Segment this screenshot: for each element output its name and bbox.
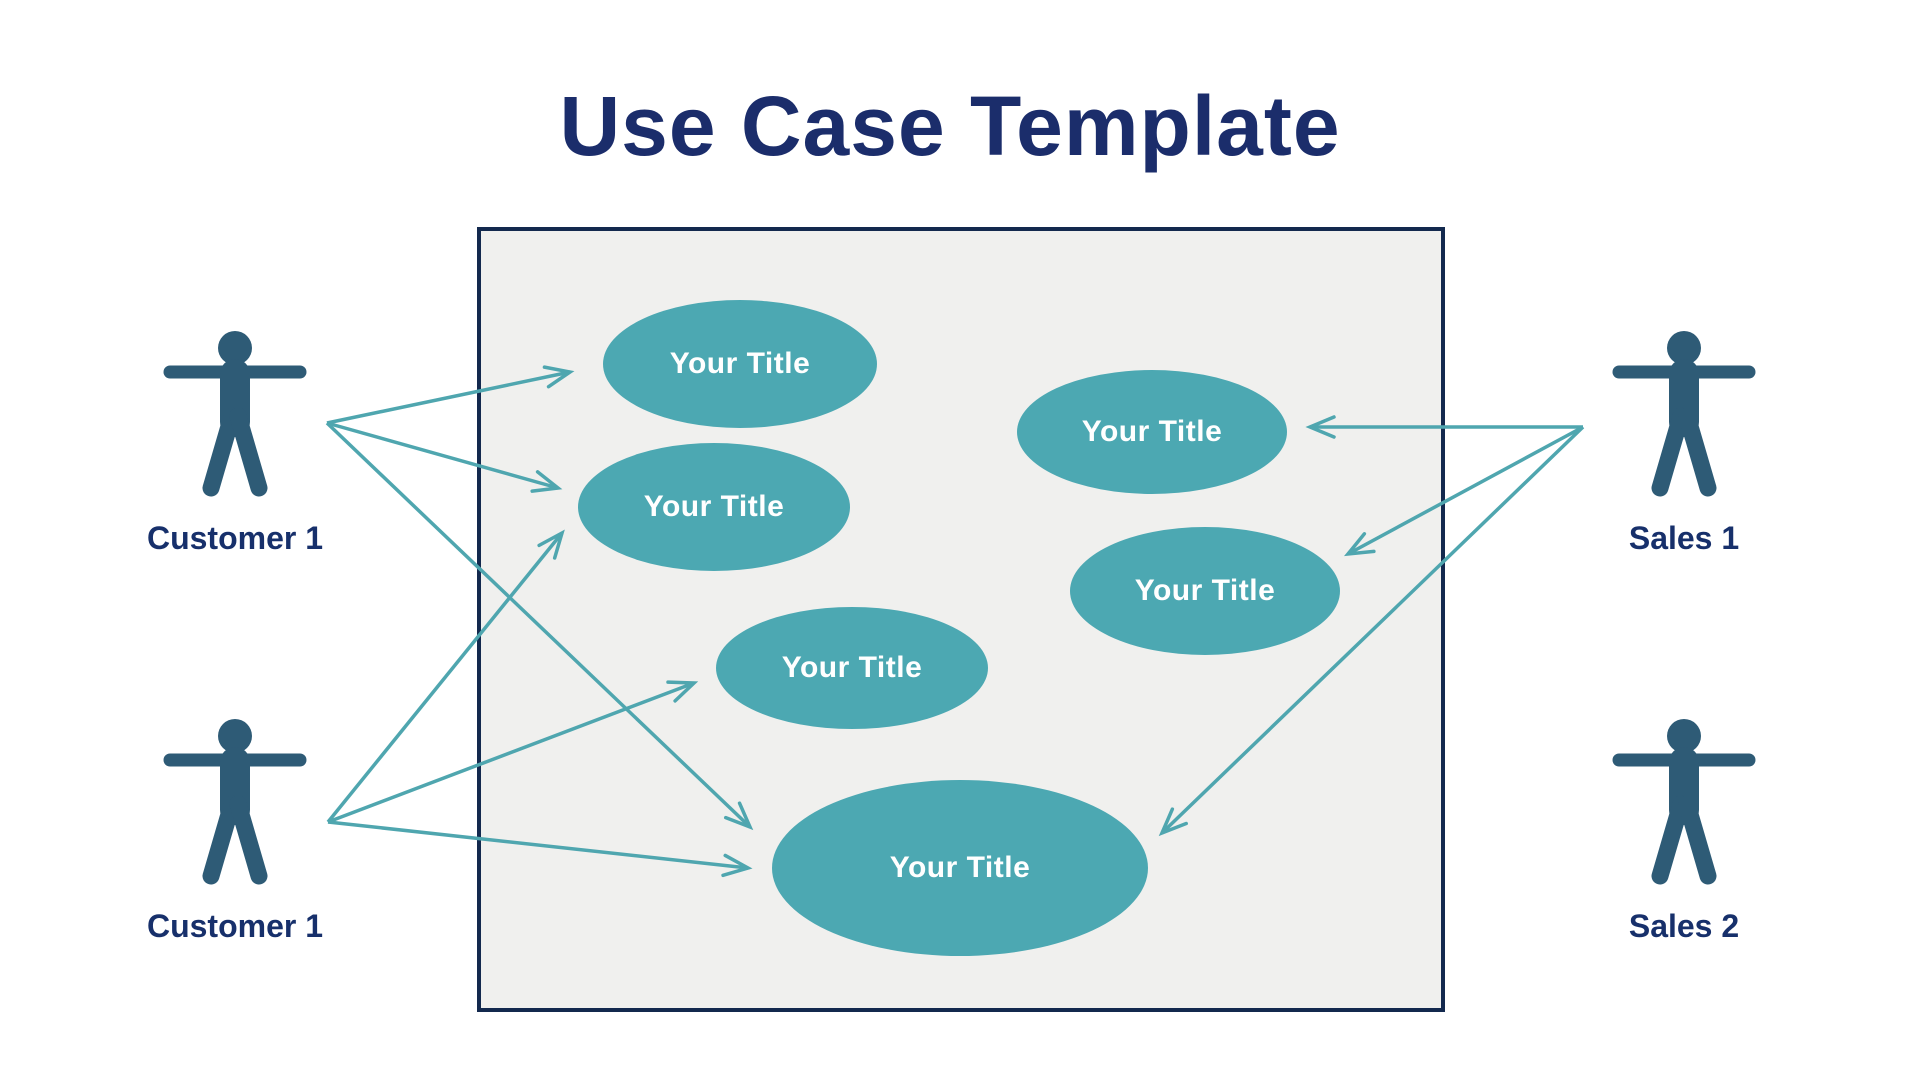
person-icon bbox=[163, 331, 307, 497]
actor-label-sales-2: Sales 2 bbox=[1628, 908, 1740, 944]
arrowhead-icon bbox=[721, 853, 753, 878]
actor-label-customer-1-top: Customer 1 bbox=[146, 520, 324, 556]
actor-label-sales-1: Sales 1 bbox=[1628, 520, 1740, 556]
connector-sales-1-to-use-case-6 bbox=[1347, 425, 1584, 556]
use-case-label: Your Title bbox=[643, 490, 785, 523]
connector-customer-1-bottom-to-use-case-3 bbox=[327, 681, 695, 824]
use-case-ellipse-6: Your Title bbox=[1070, 527, 1340, 655]
use-case-label: Your Title bbox=[669, 347, 811, 380]
person-icon bbox=[1612, 719, 1756, 885]
connector-customer-1-top-to-use-case-1 bbox=[326, 370, 571, 425]
connector-sales-1-to-use-case-4 bbox=[1160, 425, 1585, 835]
person-icon bbox=[163, 719, 307, 885]
connector-customer-1-bottom-to-use-case-4 bbox=[327, 820, 749, 870]
diagram-title: Use Case Template bbox=[559, 79, 1341, 173]
use-case-label: Your Title bbox=[1081, 415, 1223, 448]
connector-customer-1-top-to-use-case-4 bbox=[325, 421, 752, 829]
use-case-ellipse-5: Your Title bbox=[1017, 370, 1287, 494]
arrowhead-icon bbox=[666, 680, 699, 703]
use-case-ellipse-2: Your Title bbox=[578, 443, 850, 571]
actor-customer-1-top: Customer 1 bbox=[135, 330, 335, 556]
connector-customer-1-bottom-to-use-case-2 bbox=[326, 531, 564, 824]
actor-sales-1: Sales 1 bbox=[1584, 330, 1784, 556]
use-case-ellipse-1: Your Title bbox=[603, 300, 877, 428]
use-case-ellipse-3: Your Title bbox=[716, 607, 988, 729]
use-case-label: Your Title bbox=[781, 651, 923, 684]
person-icon bbox=[1612, 331, 1756, 497]
arrowhead-icon bbox=[723, 801, 754, 831]
use-case-label: Your Title bbox=[889, 851, 1031, 884]
connector-customer-1-top-to-use-case-2 bbox=[326, 421, 559, 490]
use-case-ellipse-4: Your Title bbox=[772, 780, 1148, 956]
use-case-label: Your Title bbox=[1134, 574, 1276, 607]
arrowhead-icon bbox=[1158, 807, 1188, 837]
actor-customer-1-bottom: Customer 1 bbox=[135, 718, 335, 944]
arrowhead-icon bbox=[1305, 415, 1336, 439]
arrowhead-icon bbox=[1343, 532, 1376, 557]
actor-label-customer-1-bottom: Customer 1 bbox=[146, 908, 324, 944]
actor-sales-2: Sales 2 bbox=[1584, 718, 1784, 944]
arrowhead-icon bbox=[537, 529, 565, 560]
arrowhead-icon bbox=[542, 365, 575, 389]
arrowhead-icon bbox=[530, 470, 563, 493]
